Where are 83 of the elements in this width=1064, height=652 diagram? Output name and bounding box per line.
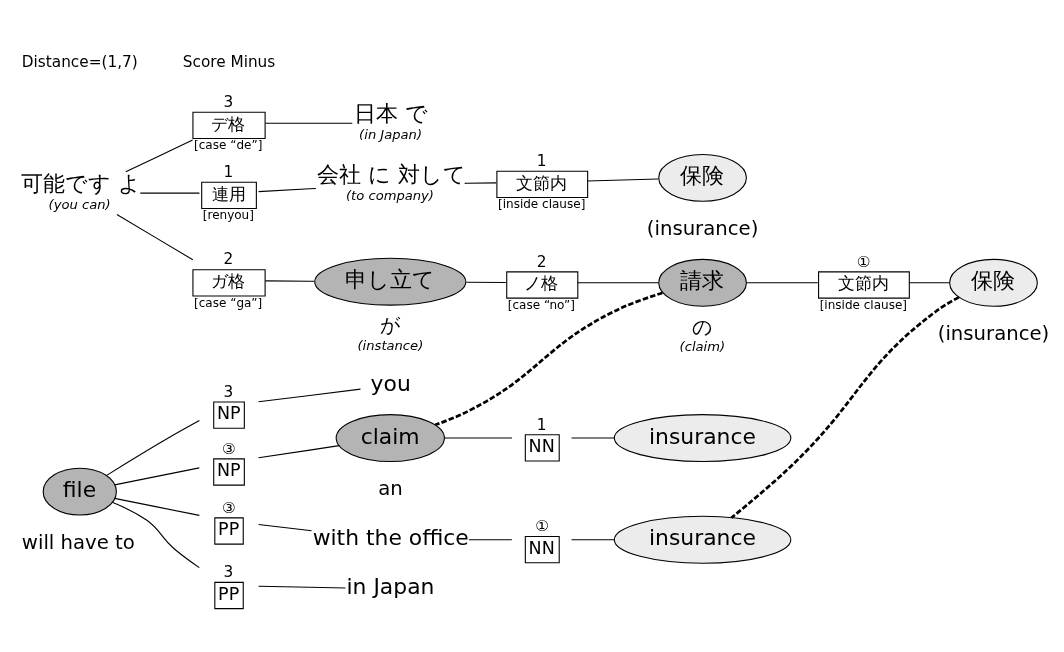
connector (577, 282, 659, 284)
node-box: ガ格 (192, 269, 266, 297)
connector (264, 122, 353, 124)
node-label: will have to (21, 530, 135, 554)
connector (464, 182, 497, 184)
connector (571, 539, 615, 541)
node-ellipse: file (42, 467, 117, 516)
connector (468, 539, 513, 541)
node-label: の (692, 315, 713, 339)
connector (258, 187, 317, 193)
connector (264, 280, 315, 282)
node-ellipse: 保険 (658, 153, 747, 202)
node-ellipse: insurance (613, 515, 792, 564)
connector (258, 445, 340, 459)
node-label: 1 (536, 415, 547, 434)
connector (258, 585, 346, 589)
connector (434, 291, 663, 427)
connector (746, 282, 819, 284)
node-label: [renyou] (202, 208, 254, 223)
node-label: 2 (223, 250, 234, 269)
node-ellipse: insurance (613, 414, 792, 463)
node-label: 3 (223, 563, 234, 582)
node-box: NN (524, 434, 560, 462)
node-label: 1 (536, 152, 547, 171)
label: Score Minus (182, 53, 276, 72)
node-label: (in Japan) (359, 127, 423, 143)
node-label: (insurance) (937, 322, 1050, 346)
connector (258, 523, 313, 532)
connector (105, 419, 200, 477)
node-box: NP (213, 458, 245, 486)
node-label: [inside clause] (497, 197, 586, 212)
node-ellipse: 申し立て (314, 257, 467, 306)
node-label: an (378, 477, 403, 501)
connector (114, 497, 200, 516)
node-label: [case “de”] (194, 138, 263, 153)
connector (125, 139, 194, 173)
node-ellipse: claim (335, 414, 445, 463)
node-text: 会社 に 対して (317, 162, 466, 188)
node-ellipse: 請求 (658, 258, 747, 307)
node-label: ③ (221, 498, 236, 517)
connector (730, 296, 960, 519)
node-label: ① (535, 517, 549, 536)
node-label: (instance) (357, 338, 424, 354)
node-label: [case “ga”] (194, 295, 263, 310)
connector (586, 178, 659, 182)
node-text: with the office (312, 525, 469, 551)
node-label: 3 (223, 382, 234, 401)
node-label: ③ (221, 439, 236, 458)
node-label: 1 (223, 162, 234, 181)
node-label: [case “no”] (507, 297, 575, 312)
node-text: 日本 で (354, 101, 429, 126)
connector (114, 467, 200, 486)
node-text: in Japan (346, 574, 435, 600)
node-box: デ格 (192, 111, 266, 140)
node-box: PP (214, 517, 244, 545)
node-box: NN (524, 535, 560, 564)
connector (139, 192, 200, 194)
node-box: ノ格 (506, 271, 579, 299)
connector (465, 281, 507, 284)
node-label: (to company) (346, 188, 434, 204)
node-label: 3 (223, 93, 234, 112)
node-label: (claim) (679, 339, 726, 355)
node-ellipse: 保険 (949, 258, 1038, 307)
connector (571, 437, 615, 439)
node-box: NP (213, 401, 245, 429)
node-label: (you can) (48, 197, 111, 213)
connector (258, 388, 361, 403)
node-label: [inside clause] (819, 297, 908, 312)
label: Distance=(1,7) (21, 53, 138, 72)
connector (908, 282, 950, 284)
node-box: 文節内 (496, 170, 589, 199)
connector (111, 501, 200, 569)
node-text: 可能です よ (20, 170, 141, 196)
connector (443, 437, 513, 439)
node-label: ① (856, 252, 871, 271)
node-box: 文節内 (818, 271, 910, 299)
node-label: 2 (536, 252, 547, 271)
node-text: you (370, 371, 411, 397)
node-label: が (379, 314, 400, 338)
node-box: PP (214, 581, 244, 610)
node-label: (insurance) (646, 217, 759, 241)
node-box: 連用 (201, 181, 257, 209)
connector (116, 214, 194, 261)
